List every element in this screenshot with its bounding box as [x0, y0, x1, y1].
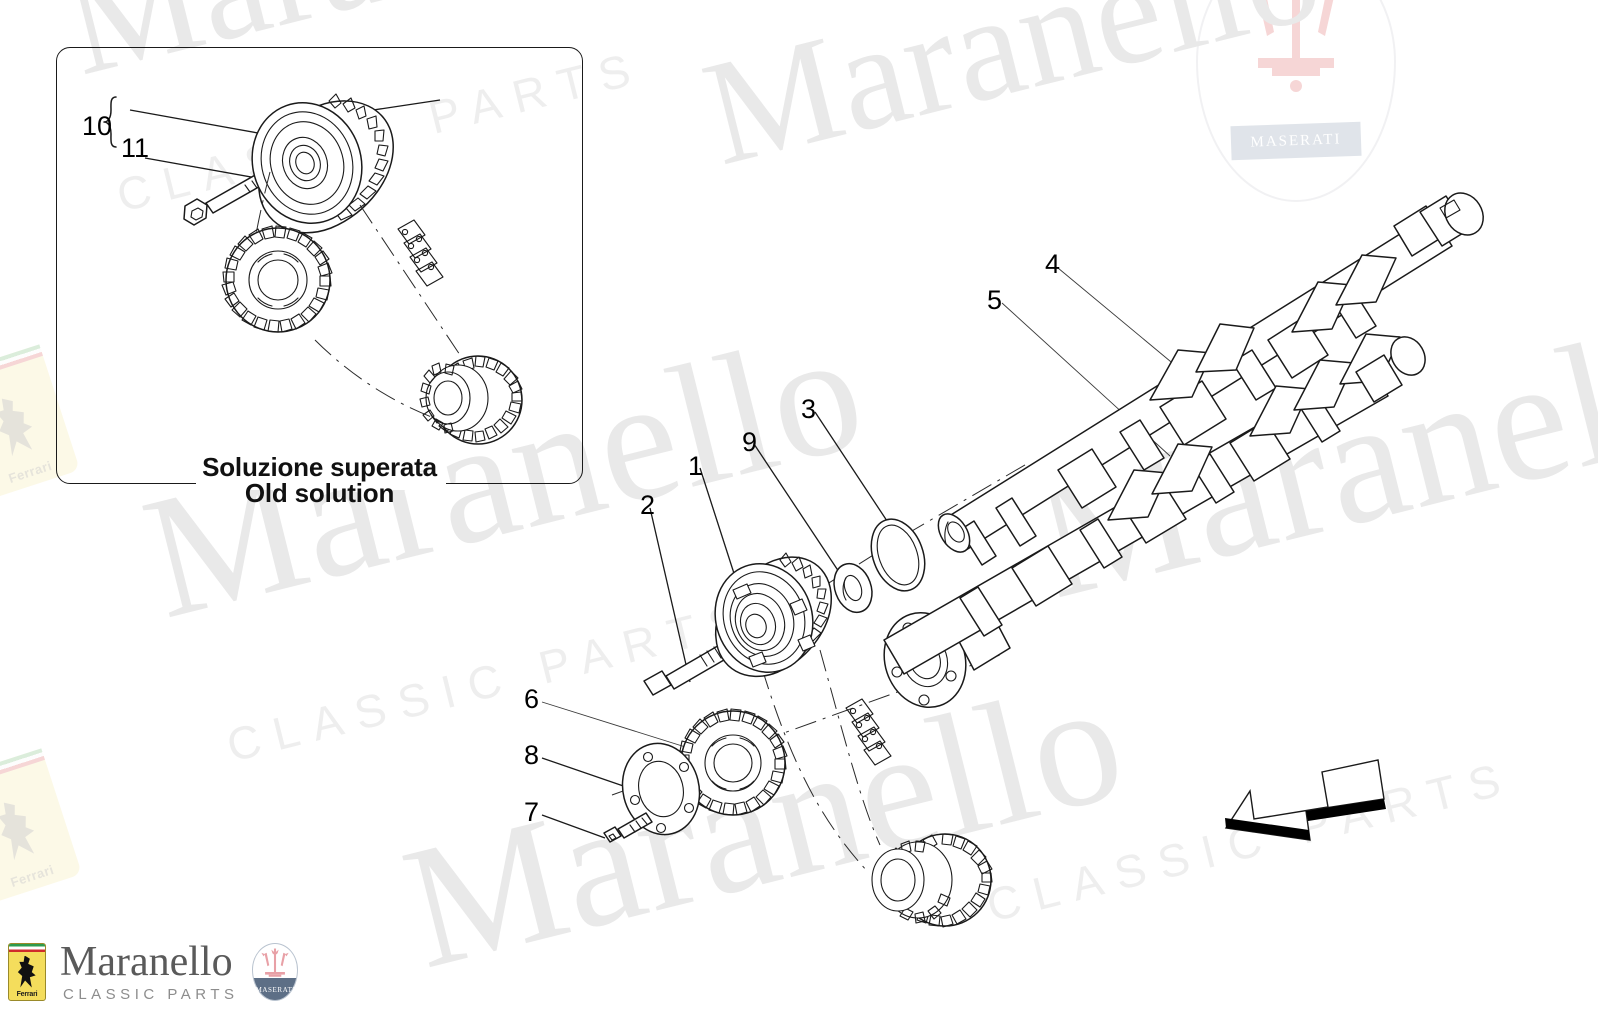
- inset-variator-pulley-10: [251, 93, 394, 234]
- inset-caption-italian: Soluzione superata: [202, 452, 437, 482]
- leader-2: [649, 507, 691, 683]
- main-assembly-drawing: [541, 192, 1484, 928]
- callout-number-10: 10: [82, 111, 113, 141]
- callout-number-1: 1: [688, 451, 704, 481]
- leader-7: [541, 814, 606, 839]
- leader-4: [1057, 267, 1189, 377]
- trident-glyph: [261, 948, 290, 977]
- leader-9: [753, 443, 844, 579]
- inset-axis-b: [359, 204, 471, 371]
- inset-old-solution-drawing: [103, 93, 523, 445]
- part-9-washer: [833, 562, 873, 614]
- caption-border-mask: [196, 472, 446, 490]
- leader-11: [144, 157, 269, 181]
- part-7-screw: [603, 812, 653, 843]
- ferrari-shield-icon: Ferrari: [8, 942, 46, 1001]
- axis-chain-run: [761, 667, 869, 873]
- brand-wordmark: Maranello CLASSIC PARTS: [60, 941, 238, 1002]
- ferrari-badge-word: Ferrari: [16, 990, 38, 998]
- camshaft-lower: [883, 333, 1426, 675]
- part-6-camshaft-sprocket: [676, 708, 788, 816]
- leader-6: [541, 701, 696, 751]
- callout-number-8: 8: [524, 740, 540, 770]
- callout-number-3: 3: [801, 394, 817, 424]
- timing-chain-links: [845, 698, 892, 766]
- arrow-down-left-icon: [1224, 759, 1386, 841]
- inset-sprocket-mid: [221, 225, 333, 333]
- inset-caption-english: Old solution: [244, 478, 395, 508]
- callout-number-6: 6: [524, 684, 540, 714]
- bracket-10-11: [103, 96, 117, 148]
- axis-upper-2: [904, 461, 1031, 536]
- crankshaft-double-sprocket: [871, 833, 993, 928]
- camshaft-upper: [937, 192, 1484, 566]
- part-3-seal-ring: [870, 518, 926, 592]
- leader-10: [129, 109, 259, 134]
- callout-number-2: 2: [640, 490, 656, 520]
- callout-number-5: 5: [987, 285, 1003, 315]
- leader-1: [699, 467, 741, 593]
- inset-timing-chain: [397, 219, 444, 287]
- inset-axis-c: [314, 339, 441, 421]
- brand-name: Maranello: [60, 939, 233, 985]
- leader-3: [814, 411, 894, 531]
- maserati-trident-icon: MASERATI: [252, 942, 299, 1001]
- leader-8: [541, 757, 636, 791]
- brand-tagline: CLASSIC PARTS: [63, 986, 239, 1003]
- axis-chain-run-2: [819, 649, 881, 846]
- inset-crank-sprocket: [419, 355, 523, 445]
- callout-number-11: 11: [121, 133, 150, 163]
- callout-number-9: 9: [742, 427, 758, 457]
- part-1-camshaft-variator: [714, 552, 832, 678]
- maserati-badge-word: MASERATI: [255, 985, 296, 994]
- maranello-classic-parts-logo: Ferrari Maranello CLASSIC PARTS MAS: [8, 941, 299, 1002]
- inset-panel-old-solution: [56, 47, 583, 484]
- callout-number-4: 4: [1045, 249, 1061, 279]
- callout-number-7: 7: [524, 797, 540, 827]
- part-8-retaining-plate: [621, 742, 701, 836]
